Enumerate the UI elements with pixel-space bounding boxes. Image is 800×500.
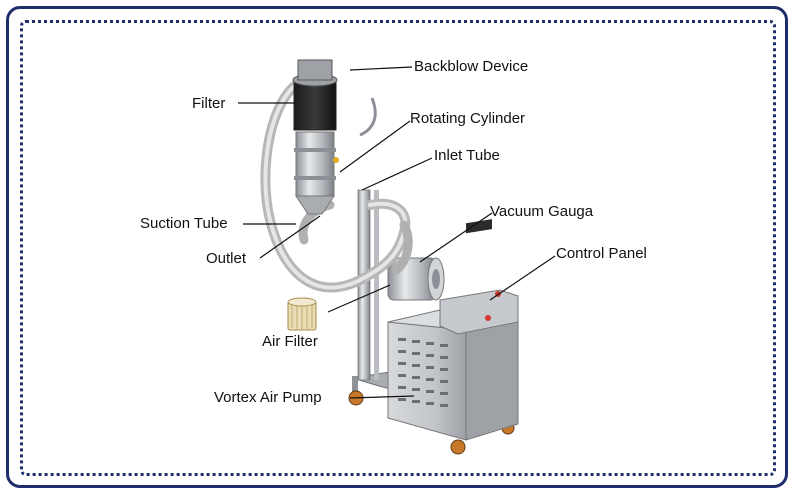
leader-vortex-air-pump — [349, 395, 415, 399]
leader-control-panel — [489, 255, 556, 301]
label-inlet-tube: Inlet Tube — [434, 147, 500, 164]
leader-backblow-device — [349, 66, 413, 71]
label-filter: Filter — [192, 95, 226, 112]
label-control-panel: Control Panel — [556, 245, 647, 262]
label-vacuum-gauge: Vacuum Gauga — [490, 203, 594, 220]
label-air-filter: Air Filter — [262, 333, 318, 350]
vacuum-motor — [387, 257, 445, 301]
leader-vacuum-gauge — [419, 212, 493, 263]
hose-tubes — [260, 77, 413, 293]
label-suction-tube: Suction Tube — [140, 215, 228, 232]
label-rotating-cylinder: Rotating Cylinder — [410, 110, 526, 127]
leader-inlet-tube — [361, 157, 433, 191]
leader-air-filter — [327, 284, 391, 313]
label-backblow-device: Backblow Device — [414, 58, 529, 75]
leader-rotating-cylinder — [339, 120, 411, 173]
air-filter-cartridge — [287, 297, 317, 331]
leader-outlet — [259, 215, 321, 259]
dotted-inner-frame — [20, 20, 776, 476]
label-vortex-air-pump: Vortex Air Pump — [214, 389, 322, 406]
control-panel-box — [439, 219, 519, 335]
outer-frame — [6, 6, 788, 488]
label-outlet: Outlet — [206, 250, 247, 267]
leader-lines — [238, 66, 556, 399]
receiver-hopper — [292, 59, 339, 215]
